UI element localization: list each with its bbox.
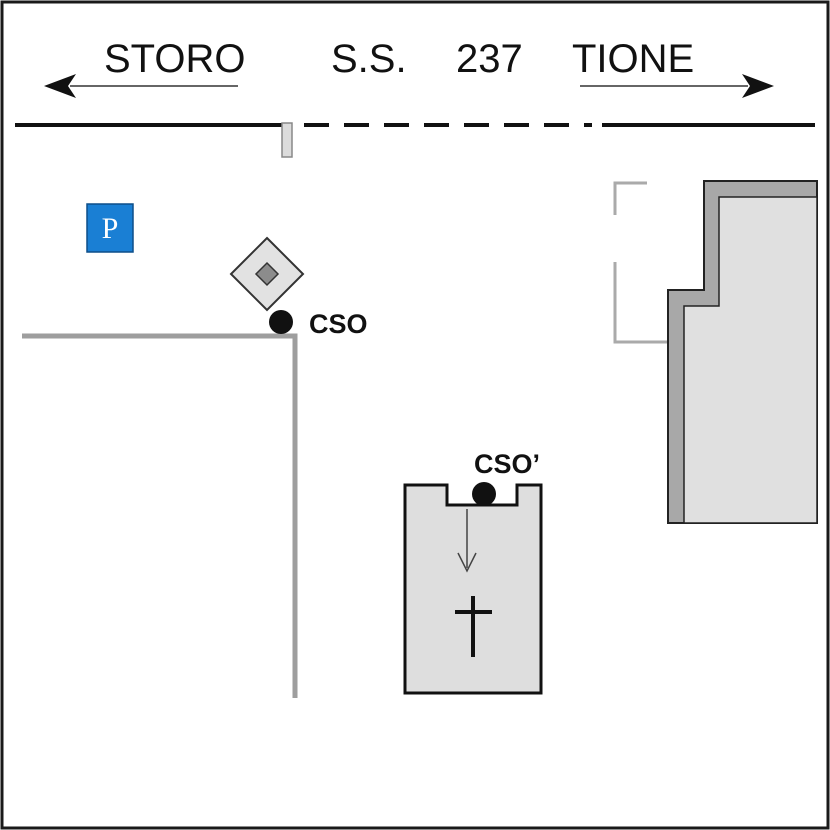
road-prefix-label: S.S. — [331, 37, 407, 81]
boundary-line — [22, 333, 298, 698]
parking-sign-icon: P — [86, 203, 134, 253]
gate-post — [281, 122, 293, 158]
diamond-marker-icon — [229, 236, 305, 312]
direction-storo-label: STORO — [104, 37, 246, 81]
direction-tione-label: TIONE — [572, 37, 694, 81]
road-number-label: 237 — [456, 37, 523, 81]
arrow-left-icon — [44, 74, 238, 98]
cso-prime-point — [472, 482, 496, 506]
cross-icon — [455, 596, 492, 657]
chapel-building — [403, 483, 543, 695]
cso-label: CSO — [309, 309, 368, 339]
arrow-right-icon — [580, 74, 774, 98]
parking-letter: P — [102, 212, 119, 245]
building-block — [613, 180, 818, 524]
cso-prime-label: CSO’ — [474, 449, 540, 479]
cso-point — [269, 310, 293, 334]
